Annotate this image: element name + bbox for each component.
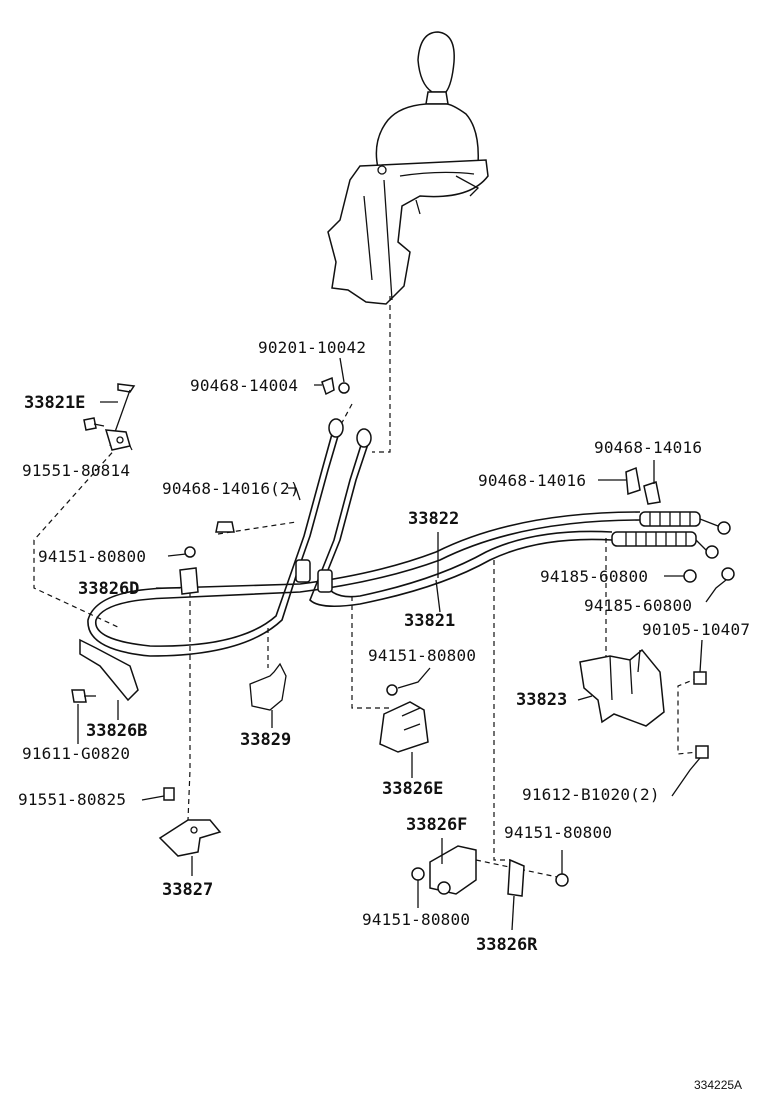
label-33823: 33823	[516, 690, 567, 710]
label-33822: 33822	[408, 509, 459, 529]
label-94185-60800-a: 94185-60800	[540, 567, 648, 586]
label-33829: 33829	[240, 730, 291, 750]
leader-lines	[77, 357, 727, 931]
label-90468-14004: 90468-14004	[190, 376, 298, 395]
label-33821E: 33821E	[24, 393, 85, 413]
label-33826B: 33826B	[86, 721, 147, 741]
label-33827: 33827	[162, 880, 213, 900]
label-33826F: 33826F	[406, 815, 467, 835]
shift-lever-assembly	[327, 31, 489, 305]
label-94185-60800-b: 94185-60800	[584, 596, 692, 615]
label-91551-80814: 91551-80814	[22, 461, 130, 480]
label-91551-80825: 91551-80825	[18, 790, 126, 809]
label-33826R: 33826R	[476, 935, 538, 955]
label-90468-14016-2: 90468-14016(2)	[162, 479, 300, 498]
label-91611-G0820: 91611-G0820	[22, 744, 130, 763]
hardware-parts	[71, 376, 735, 897]
label-90105-10407: 90105-10407	[642, 620, 750, 639]
shift-cables	[87, 418, 731, 657]
label-91612-B1020-2: 91612-B1020(2)	[522, 785, 660, 804]
part-labels: 90201-10042 90468-14004 33821E 91551-808…	[18, 338, 750, 1092]
label-94151-80800-bottom: 94151-80800	[362, 910, 470, 929]
label-33826E: 33826E	[382, 779, 443, 799]
label-94151-80800-left: 94151-80800	[38, 547, 146, 566]
diagram-id: 334225A	[694, 1078, 742, 1092]
label-94151-80800-right: 94151-80800	[504, 823, 612, 842]
label-90201-10042: 90201-10042	[258, 338, 366, 357]
label-90468-14016-top: 90468-14016	[594, 438, 702, 457]
label-33826D: 33826D	[78, 579, 139, 599]
label-90468-14016-mid: 90468-14016	[478, 471, 586, 490]
label-94151-80800-center: 94151-80800	[368, 646, 476, 665]
label-33821: 33821	[404, 611, 455, 631]
